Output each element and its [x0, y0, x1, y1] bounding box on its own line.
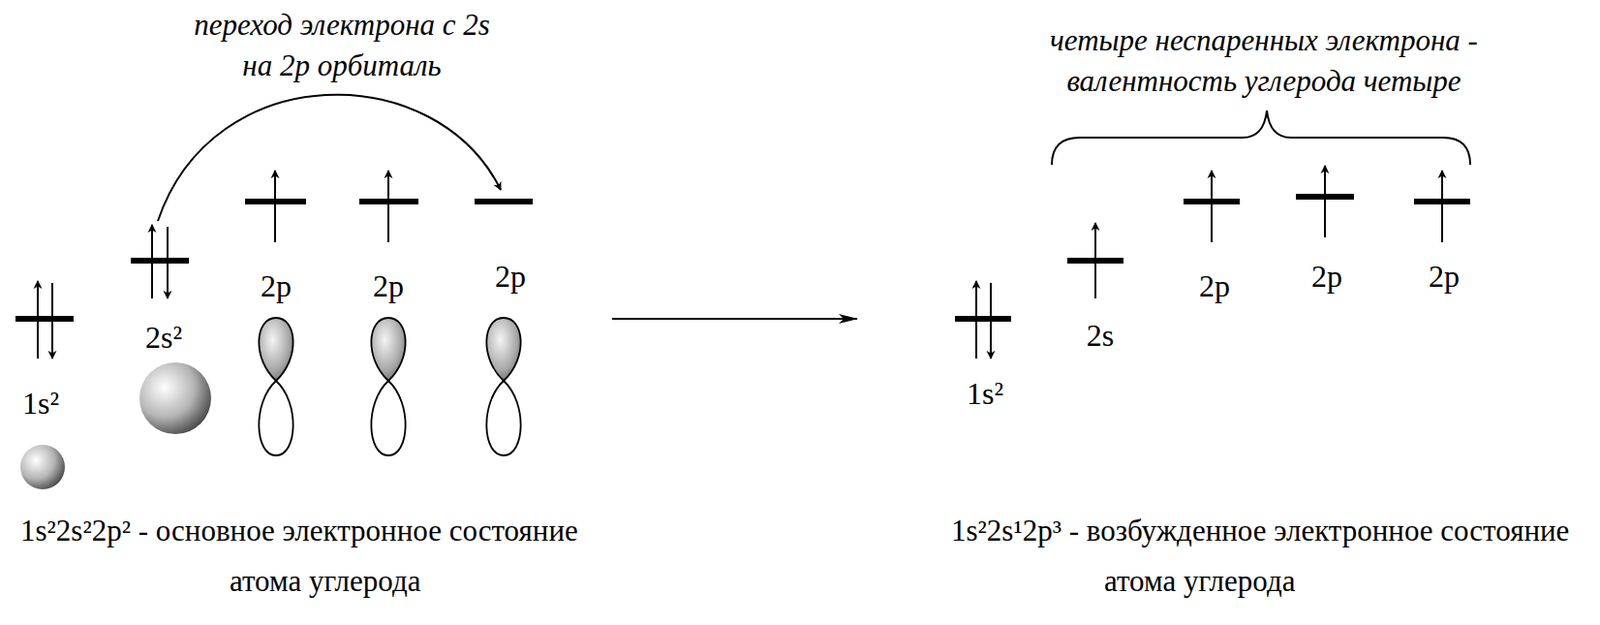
energy-level — [15, 196, 1471, 319]
transition-note: переход электрона с 2s на 2p орбиталь — [191, 4, 493, 87]
orbital-label: 2p — [1428, 256, 1460, 296]
s-orbital — [20, 444, 65, 490]
orbital-label: 2p — [372, 266, 404, 306]
valence-note: четыре неспаренных электрона - валентнос… — [992, 20, 1536, 102]
process-arrow — [612, 317, 858, 320]
orbital-label: 2p — [1311, 256, 1343, 296]
orbital-label: 2p — [494, 256, 526, 296]
state-caption: 1s²2s¹2p³ - возбужденное электронное сос… — [951, 505, 1595, 607]
p-orbital — [258, 317, 521, 456]
orbital-label: 2s — [1086, 315, 1114, 355]
orbital-label: 2s² — [145, 317, 183, 357]
electron-spin — [37, 165, 1443, 359]
orbital-label: 1s² — [966, 373, 1004, 413]
transition-arrow — [157, 94, 501, 221]
state-caption: 1s²2s²2p² - основное электронное состоян… — [20, 505, 621, 607]
s-orbital — [139, 362, 212, 434]
brace — [1051, 110, 1471, 165]
orbital-label: 1s² — [22, 383, 60, 423]
orbital-label: 2p — [260, 266, 292, 306]
orbital-label: 2p — [1199, 266, 1231, 306]
